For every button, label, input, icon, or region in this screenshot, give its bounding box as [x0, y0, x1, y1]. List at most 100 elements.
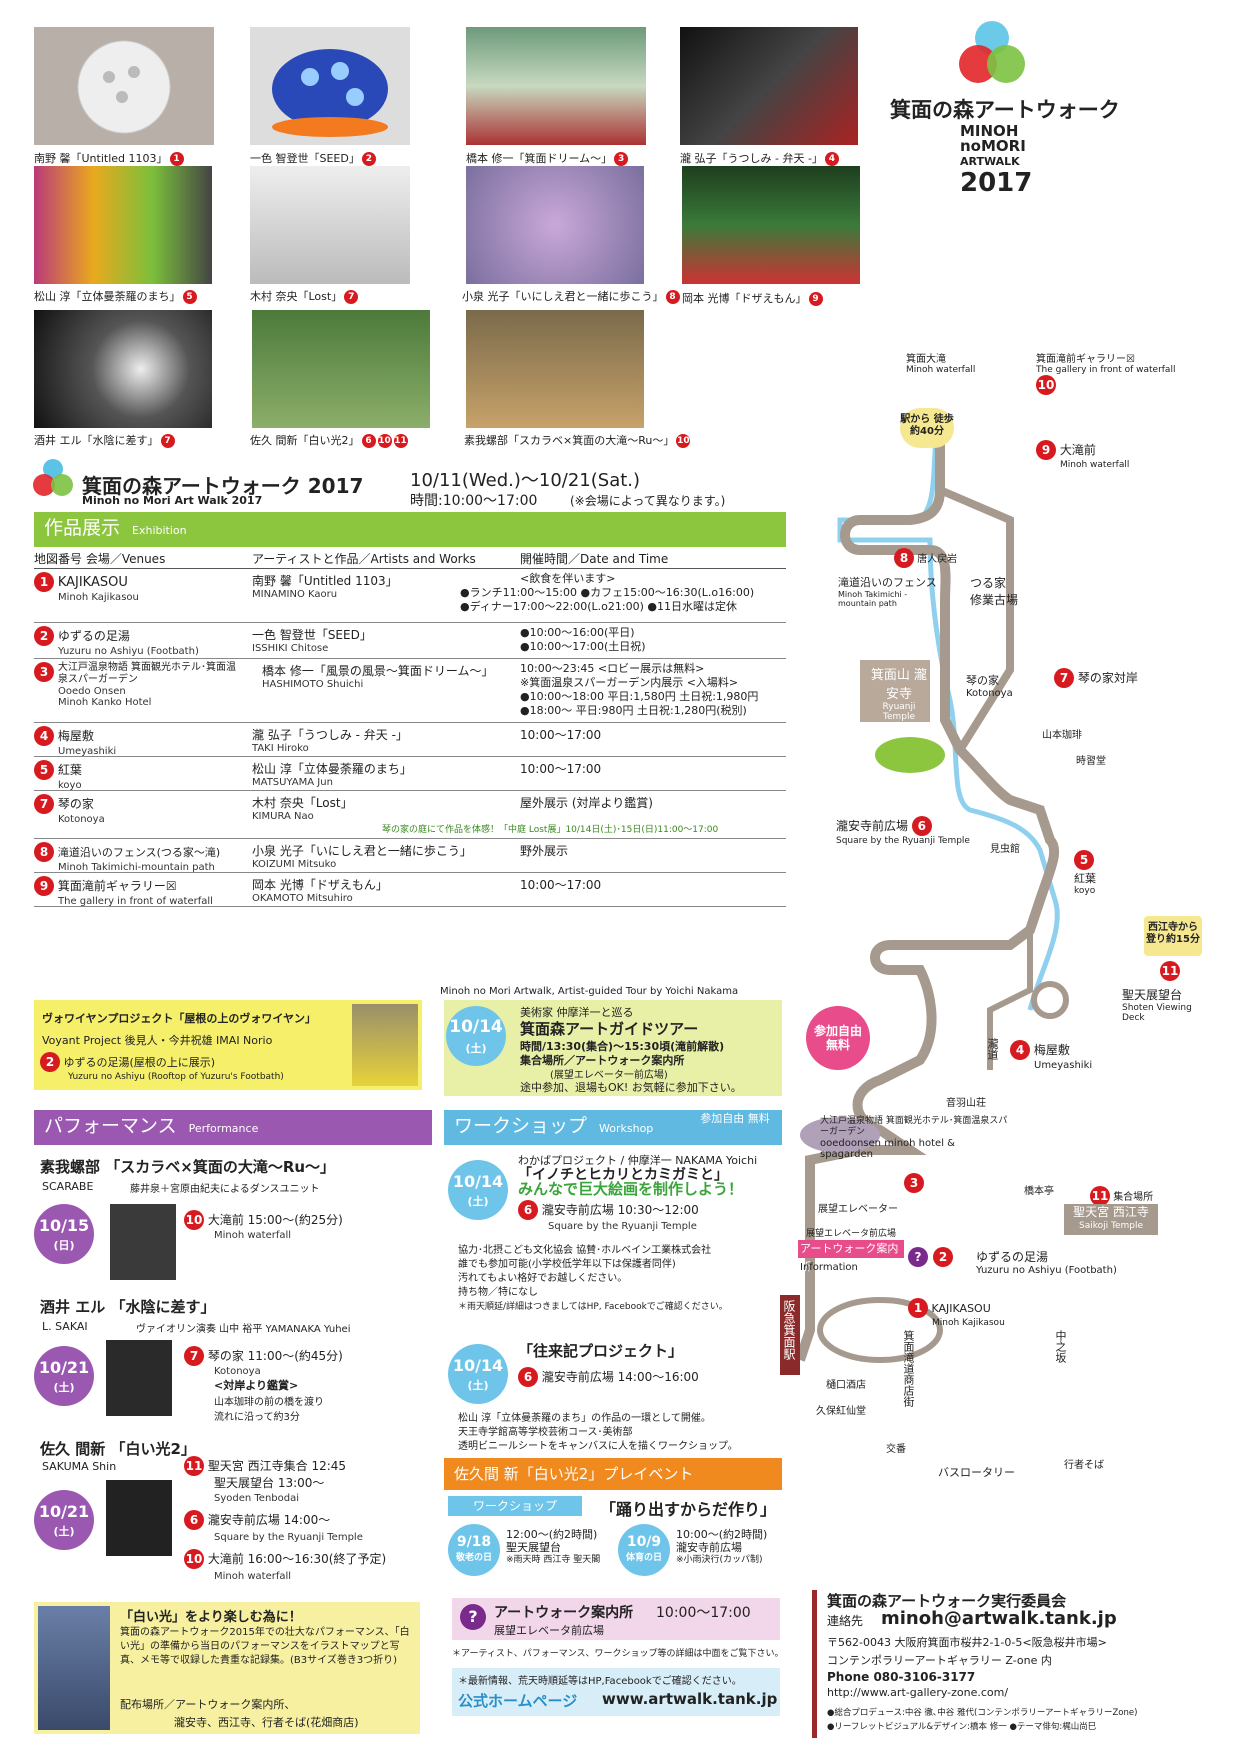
event-subtitle: Minoh no Mori Art Walk 2017	[82, 494, 263, 507]
map-markers-info: ? 2	[908, 1246, 954, 1267]
hp-link[interactable]: www.artwalk.tank.jp	[602, 1690, 778, 1708]
photo-8	[682, 166, 860, 284]
map-label: バスロータリー	[938, 1466, 1015, 1479]
photo-caption: 南野 馨「Untitled 1103」1	[34, 150, 184, 166]
map-label: 久保紅仙堂	[816, 1406, 866, 1417]
workshop-free: 参加自由 無料	[700, 1112, 770, 1125]
map-label: 樋口酒店	[826, 1380, 866, 1391]
map-label: 展望エレベータ前広場	[806, 1229, 897, 1239]
map-label: 見虫館	[990, 844, 1020, 855]
photo-7	[466, 166, 644, 284]
perf-date: 10/15(日)	[34, 1204, 94, 1264]
photo-caption: 木村 奈央「Lost」7	[250, 288, 359, 304]
map-label: 箕面滝前ギャラリー☒The gallery in front of waterf…	[1036, 354, 1176, 375]
event-note: (※会場によって異なります。)	[570, 494, 726, 508]
map-label: 時習堂	[1076, 756, 1106, 767]
photo-caption: 一色 智登世「SEED」2	[250, 150, 376, 166]
photo-caption: 酒井 エル「水陰に差す」7	[34, 432, 175, 448]
photo-1	[34, 27, 214, 145]
walk-badge: 駅から 徒歩約40分	[900, 408, 954, 448]
logo-title: 箕面の森アートウォーク	[890, 98, 1120, 122]
map-label: 交番	[886, 1444, 906, 1455]
tour-header: Minoh no Mori Artwalk, Artist-guided Tou…	[440, 986, 739, 997]
sakuma-bar: 佐久間 新「白い光2」プレイベント	[444, 1458, 782, 1490]
photo-4	[680, 27, 858, 145]
ws-date: 10/14(土)	[448, 1344, 508, 1404]
map-label: 行者そば	[1064, 1460, 1104, 1471]
perf-sched: 7 琴の家 11:00〜(約45分)Kotonoya <対岸より鑑賞> 山本珈琲…	[184, 1346, 343, 1423]
voyage-photo	[352, 1004, 418, 1086]
perf-title: 酒井 エル 「水陰に差す」	[40, 1298, 216, 1316]
map-label: 8 唐人戻岩	[894, 548, 957, 568]
perf-sched: 11 聖天宮 西江寺集合 12:45 聖天展望台 13:00〜 Syoden T…	[184, 1456, 386, 1584]
photo-caption: 小泉 光子「いにしえ君と一緒に歩こう」8	[462, 288, 680, 304]
perf-title: 素我螺部 「スカラベ×箕面の大滝〜Ru〜」	[40, 1158, 336, 1176]
contact-email[interactable]: minoh@artwalk.tank.jp	[881, 1608, 1117, 1629]
photo-caption: 橋本 修一「箕面ドリーム〜」3	[466, 150, 629, 166]
ws-date: 10/14(土)	[448, 1160, 508, 1220]
ryuanji-block	[860, 660, 930, 722]
map-label: 7 琴の家対岸	[1054, 668, 1138, 688]
ws-detail: 「往来記プロジェクト」 6 瀧安寺前広場 14:00〜16:00	[518, 1340, 699, 1387]
perf-sched: 10 大滝前 15:00〜(約25分)Minoh waterfall	[184, 1210, 343, 1241]
hp-box: ＊最新情報、荒天時順延等はHP,Facebookでご確認ください。 公式ホームペ…	[452, 1668, 780, 1716]
perf-en: L. SAKAI	[42, 1320, 88, 1333]
station-label: 阪急箕面駅	[782, 1300, 796, 1360]
map-label: つる家修業古場	[970, 576, 1019, 607]
contact-web[interactable]: http://www.art-gallery-zone.com/	[827, 1686, 1009, 1699]
info-center-label: アートウォーク案内所	[798, 1240, 904, 1273]
event-title: 箕面の森アートウォーク 2017	[82, 474, 364, 498]
tour-box: 10/14(土) 美術家 仲摩洋一と巡る 箕面森アートガイドツアー 時間/13:…	[444, 1000, 782, 1096]
photo-2	[250, 27, 410, 145]
photo-caption: 瀧 弘子「うつしみ - 弁天 -」4	[680, 150, 839, 166]
station-block	[780, 1295, 800, 1375]
sakuma-detail: 12:00〜(約2時間)聖天展望台※雨天時 西江寺 聖天閣	[506, 1528, 601, 1565]
event-dates: 10/11(Wed.)〜10/21(Sat.)	[410, 470, 641, 491]
photo-3	[466, 27, 646, 145]
small-logo-icon	[33, 459, 73, 496]
info-icon: ?	[460, 1604, 486, 1630]
perf-en: SAKUMA Shin	[42, 1460, 117, 1473]
event-time: 時間:10:00〜17:00	[410, 493, 538, 509]
map-label: 山本珈琲	[1042, 730, 1082, 741]
perf-en: SCARABE	[42, 1180, 94, 1193]
photo-caption: 岡本 光博「ドザえもん」9	[682, 290, 823, 306]
exhibition-header: 地図番号 会場／Venues アーティストと作品／Artists and Wor…	[34, 550, 786, 569]
sakuma-ws: ワークショップ	[448, 1496, 582, 1516]
map-marker-10: 10	[1036, 374, 1056, 395]
photo-caption: 松山 淳「立体曼荼羅のまち」5	[34, 288, 197, 304]
logo-circles-icon	[959, 21, 1025, 83]
exhibition-row: 8 滝道沿いのフェンス(つる家〜滝)Minoh Takimichi-mounta…	[34, 842, 786, 873]
sakuma-ws-title: 「踊り出すからだ作り」	[600, 1500, 777, 1519]
map-route	[780, 409, 1069, 1375]
ws-notes: 松山 淳「立体曼荼羅のまち」の作品の一環として開催。 天王寺学館高等学校芸術コー…	[458, 1413, 738, 1452]
map-label: 橋本亭	[1024, 1186, 1054, 1197]
map-label: Information	[800, 1262, 858, 1273]
exhibition-row: 9 箕面滝前ギャラリー☒The gallery in front of wate…	[34, 876, 786, 907]
map-label: 音羽山荘	[946, 1098, 986, 1109]
free-badge: 参加自由 無料	[806, 1006, 870, 1070]
photo-10	[252, 310, 430, 428]
info-note: ＊アーティスト、パフォーマンス、ワークショップ等の詳細は中面をご覧下さい。	[452, 1649, 784, 1659]
photo-11	[466, 310, 644, 428]
perf-desc: ヴァイオリン演奏 山中 裕平 YAMANAKA Yuhei	[136, 1324, 351, 1335]
map-label: 箕面滝道商店街	[902, 1330, 915, 1407]
